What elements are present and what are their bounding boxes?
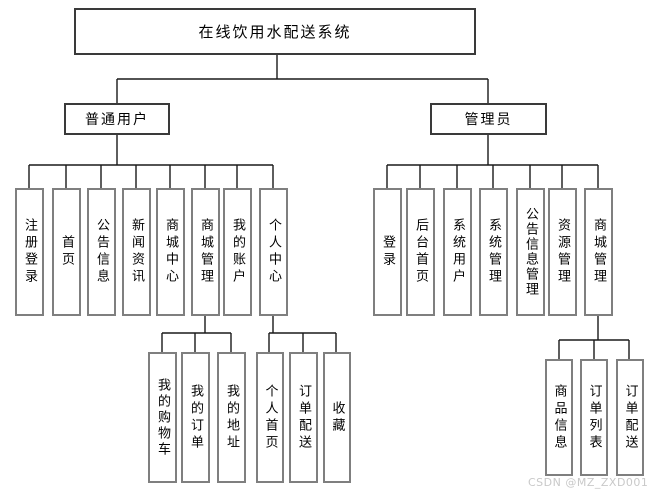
node-mall-management-admin: 商城管理 (584, 188, 613, 316)
node-admin: 管理员 (430, 103, 547, 135)
node-personal-center: 个人中心 (259, 188, 288, 316)
node-order-list: 订单列表 (580, 359, 608, 476)
node-resource-management: 资源管理 (548, 188, 577, 316)
node-order-delivery-admin: 订单配送 (616, 359, 644, 476)
node-personal-home: 个人首页 (256, 352, 284, 483)
node-favorites: 收藏 (323, 352, 351, 483)
node-system-title: 在线饮用水配送系统 (74, 8, 476, 55)
node-system-users: 系统用户 (443, 188, 472, 316)
node-system-management: 系统管理 (479, 188, 508, 316)
csdn-watermark: CSDN @MZ_ZXD001 (528, 476, 649, 489)
node-order-delivery-user: 订单配送 (289, 352, 318, 483)
node-my-address: 我的地址 (217, 352, 246, 483)
node-home-page: 首页 (52, 188, 81, 316)
node-backend-home: 后台首页 (406, 188, 435, 316)
node-my-account: 我的账户 (223, 188, 252, 316)
node-my-orders: 我的订单 (181, 352, 210, 483)
node-mall-center: 商城中心 (156, 188, 185, 316)
node-my-cart: 我的购物车 (148, 352, 177, 483)
node-news-info: 新闻资讯 (122, 188, 151, 316)
node-product-info: 商品信息 (545, 359, 573, 476)
node-mall-management-user: 商城管理 (191, 188, 220, 316)
node-normal-user: 普通用户 (64, 103, 170, 135)
node-announcement-management: 公告信息管理 (516, 188, 545, 316)
node-register-login: 注册登录 (15, 188, 44, 316)
node-login: 登录 (373, 188, 402, 316)
node-announcement-info: 公告信息 (87, 188, 116, 316)
